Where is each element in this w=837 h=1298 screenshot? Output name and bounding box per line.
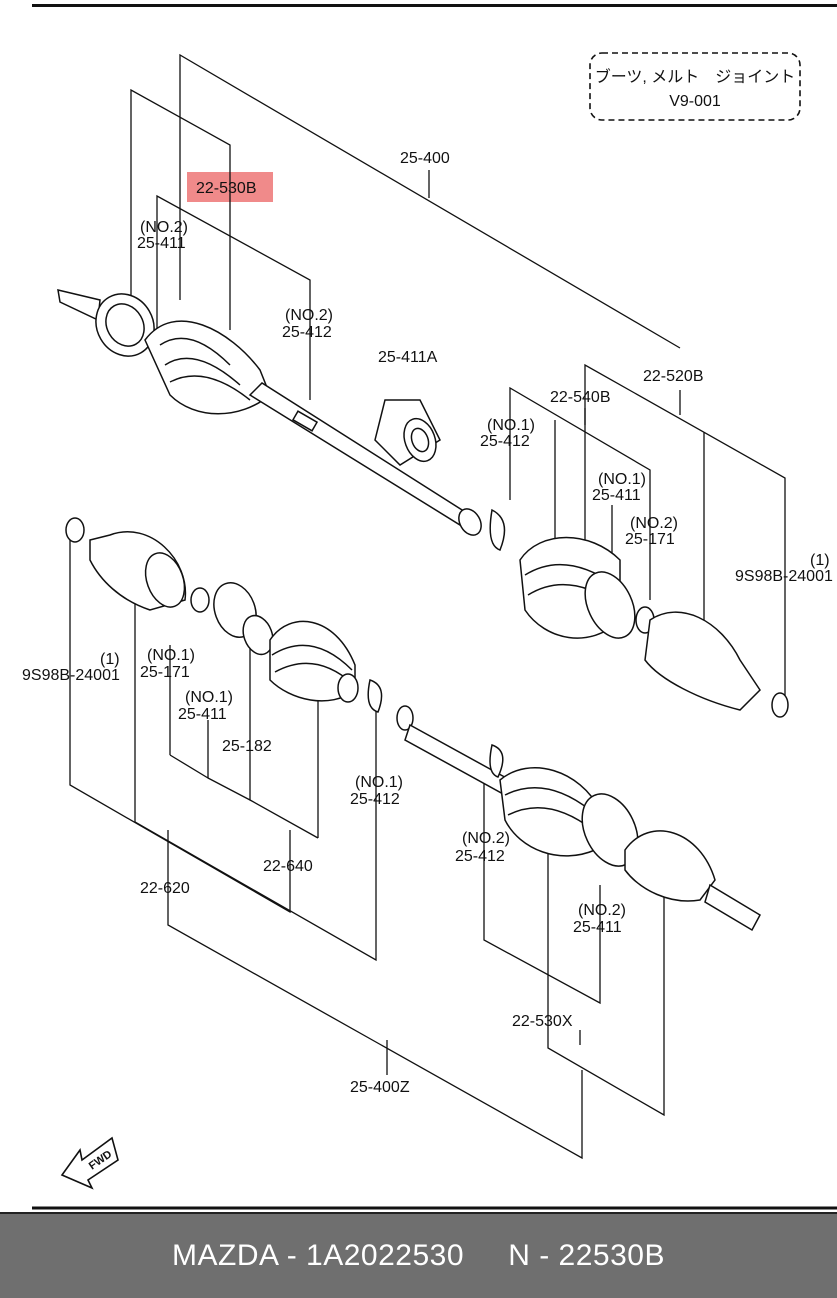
bearing-25-411a [374, 399, 441, 466]
label-25-411-a: 25-411 [137, 235, 186, 252]
label-22-530x: 22-530X [512, 1013, 573, 1030]
label-no2-j: (NO.2) [578, 902, 626, 919]
label-no2-i: (NO.2) [462, 830, 510, 847]
label-25-411a: 25-411A [378, 349, 438, 366]
label-one-r: (1) [810, 552, 830, 569]
label-22-540b: 22-540B [550, 389, 611, 406]
label-no2-a: (NO.2) [140, 219, 188, 236]
label-25-411-g: 25-411 [178, 706, 227, 723]
label-22-520b: 22-520B [643, 368, 704, 385]
label-22-620: 22-620 [140, 880, 190, 897]
label-no1-g: (NO.1) [185, 689, 233, 706]
label-25-400z: 25-400Z [350, 1079, 410, 1096]
label-25-412-b: 25-412 [282, 324, 332, 341]
label-9s98b-l: 9S98B-24001 [22, 667, 120, 684]
label-25-411-d: 25-411 [592, 487, 641, 504]
label-25-171-e: 25-171 [625, 531, 675, 548]
label-25-182: 25-182 [222, 738, 272, 755]
label-one-l: (1) [100, 651, 120, 668]
labels: 25-400 22-530B (NO.2) 25-411 (NO.2) 25-4… [22, 150, 833, 1096]
label-25-412-c: 25-412 [480, 433, 530, 450]
label-no1-c: (NO.1) [487, 417, 535, 434]
title-line2: V9-001 [669, 93, 721, 110]
label-25-400: 25-400 [400, 150, 450, 167]
title-line1: ブーツ, メルト ジョイント [595, 67, 796, 86]
label-no2-b: (NO.2) [285, 307, 333, 324]
title-box: ブーツ, メルト ジョイント V9-001 [589, 52, 801, 121]
label-25-412-i: 25-412 [455, 848, 505, 865]
label-no1-f: (NO.1) [147, 647, 195, 664]
label-22-530b: 22-530B [196, 180, 257, 197]
label-no1-d: (NO.1) [598, 471, 646, 488]
upper-shaft-assembly [57, 289, 506, 551]
lower-shaft-assembly [396, 705, 761, 932]
right-joint-group [519, 536, 789, 718]
fwd-arrow-icon: FWD [60, 1136, 119, 1190]
label-25-171-f: 25-171 [140, 664, 190, 681]
top-border-line [32, 4, 837, 7]
label-no2-e: (NO.2) [630, 515, 678, 532]
label-22-640: 22-640 [263, 858, 313, 875]
label-9s98b-r: 9S98B-24001 [735, 568, 833, 585]
lower-left-group [65, 517, 383, 713]
label-25-411-j: 25-411 [573, 919, 622, 936]
footer-text: MAZDA - 1A2022530 N - 22530B [172, 1239, 665, 1272]
footer-bar: MAZDA - 1A2022530 N - 22530B [0, 1212, 837, 1298]
label-no1-h: (NO.1) [355, 774, 403, 791]
parts-diagram: ブーツ, メルト ジョイント V9-001 [22, 52, 837, 1210]
label-25-412-h: 25-412 [350, 791, 400, 808]
